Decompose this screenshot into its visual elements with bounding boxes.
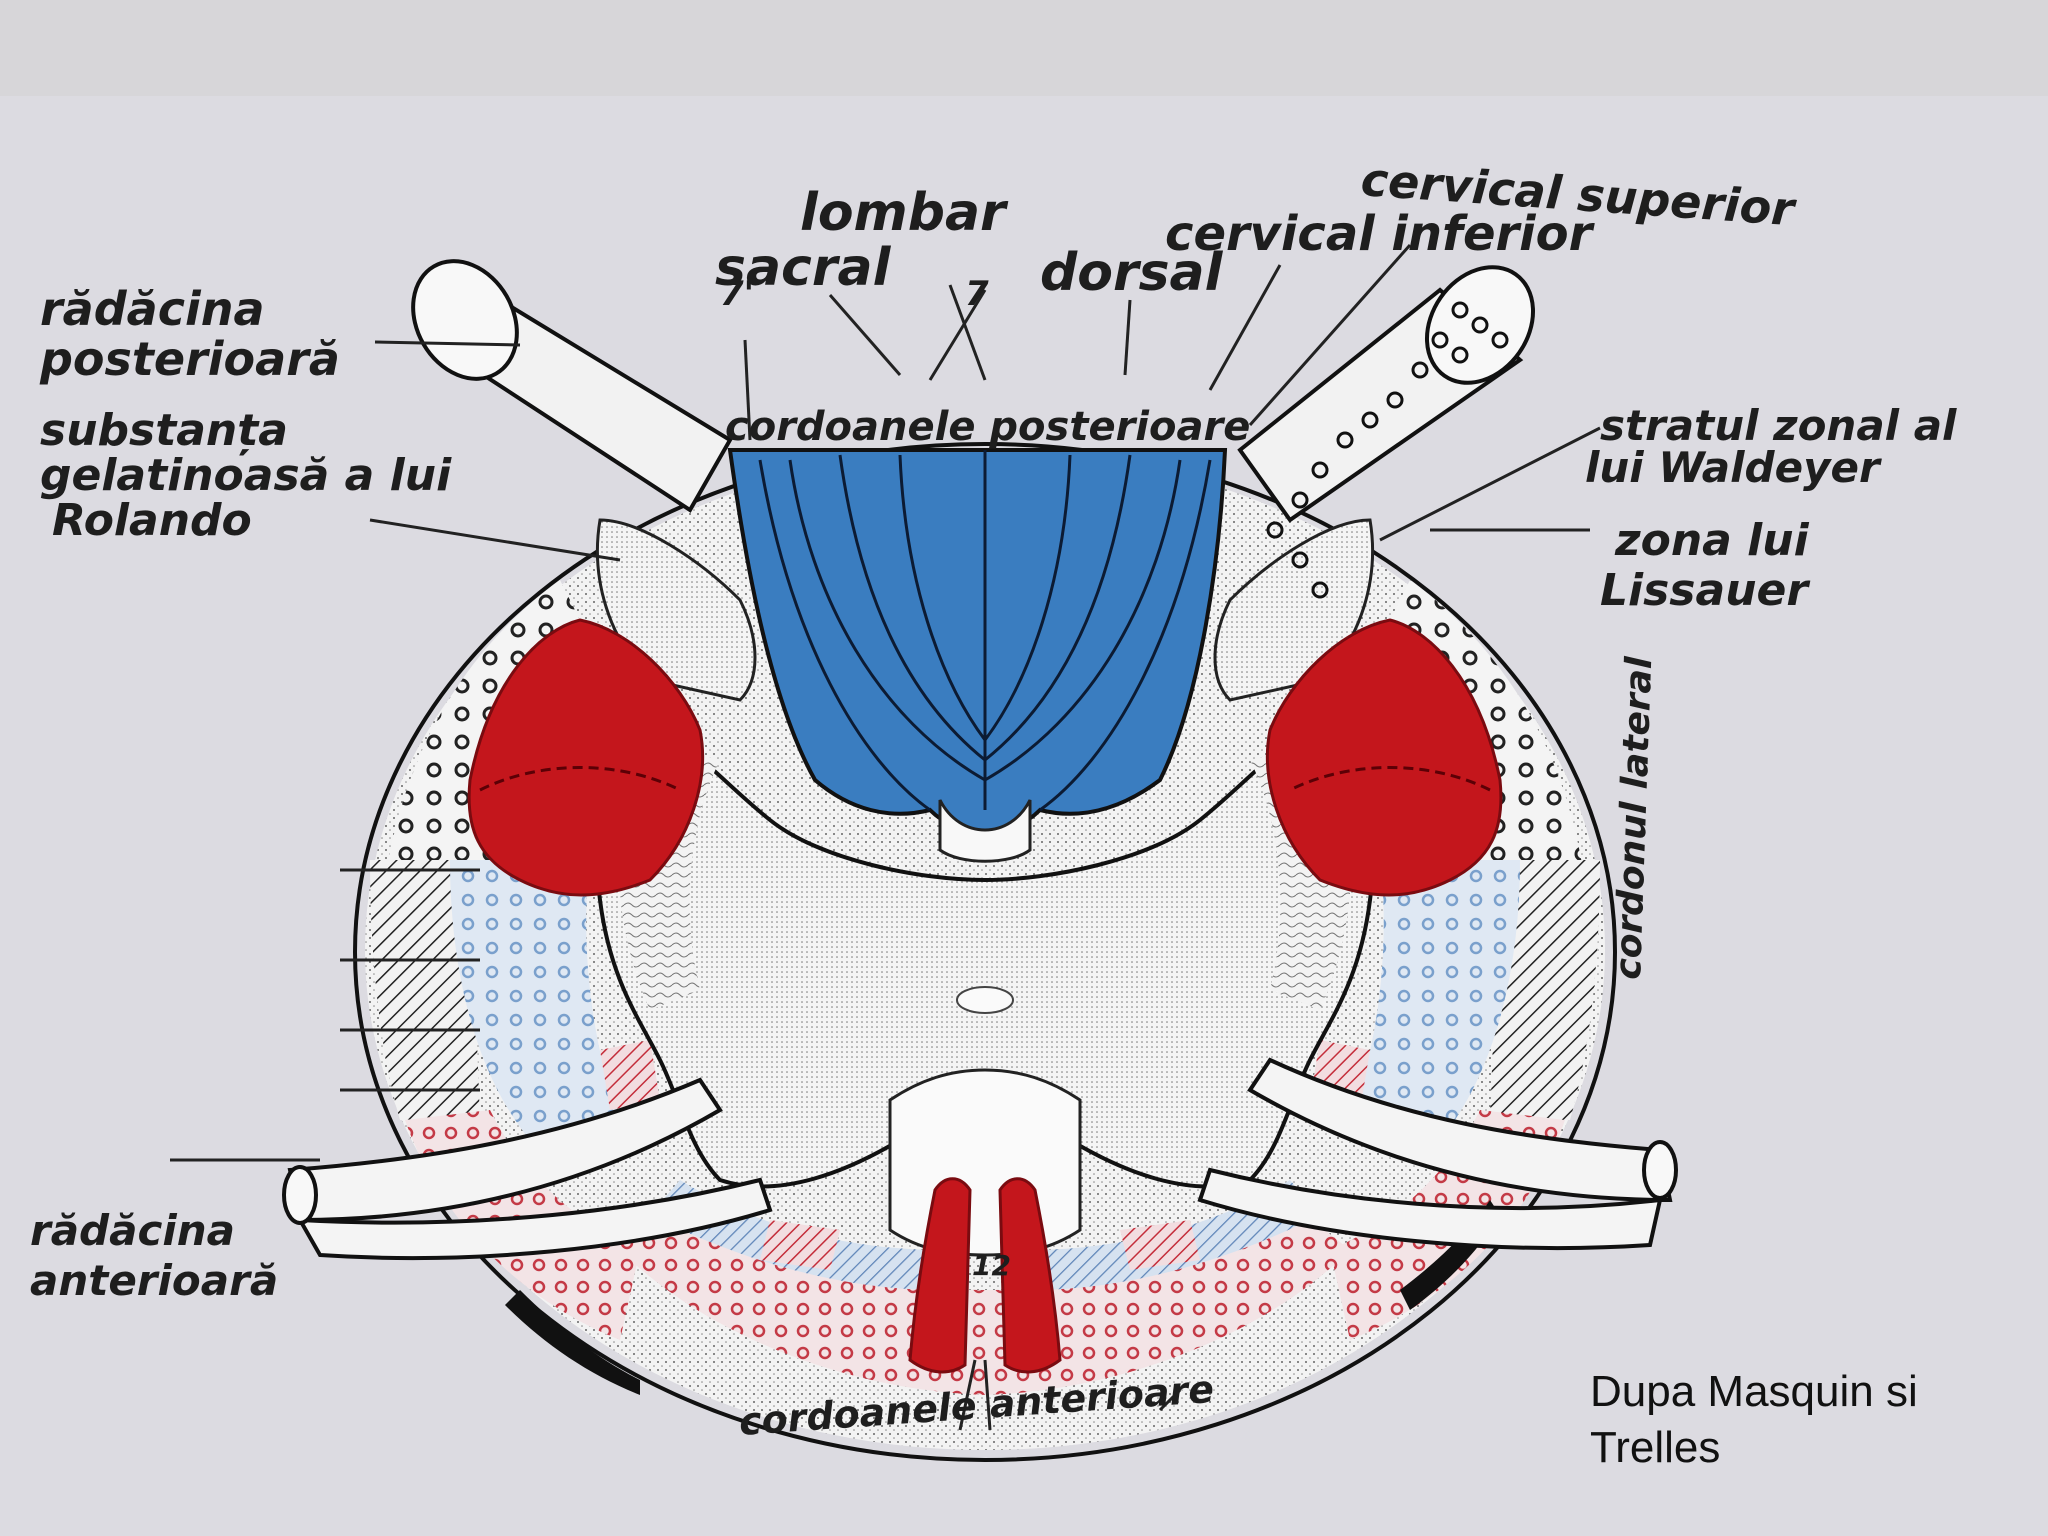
leader-lines [170,244,1601,1431]
label-cordoanele-posterioare: cordoanele posterioare [725,404,1250,450]
right-hatched-tract [1490,860,1600,1120]
cord-outline [353,442,1617,1462]
label-substanta-2: gelatinoasă a lui [40,450,452,501]
posterior-septum-base [938,799,1032,863]
credit-text: Dupa Masquin si Trelles [1590,1364,2010,1476]
label-stratul-zonal-2: lui Waldeyer [1585,443,1882,492]
left-hatched-tract [370,860,480,1120]
label-zona-lissauer-1: zona lui [1614,515,1810,566]
red-hatch-anterior-right [1120,1220,1200,1270]
top-band [0,0,2048,96]
posterior-column-lines [758,450,1212,812]
left-blue-tract [450,860,620,1140]
gray-matter [594,717,1376,1189]
label-lombar: lombar [800,183,1009,243]
credit-line-1: Dupa Masquin si [1590,1367,1918,1416]
label-radacina-anterioara-1: rădăcina [30,1206,235,1255]
left-red-tract [467,618,704,897]
posterior-root-left [411,259,733,513]
posterior-root-right [1237,265,1536,599]
label-cordonul-lateral: cordonul lateral [1608,655,1660,980]
label-sacral: sacral [715,238,892,298]
label-7: 7 [965,274,989,314]
credit-line-2: Trelles [1590,1423,1721,1472]
label-radacina-posterioara-2: posterioară [39,332,340,386]
label-radacina-posterioara-1: rădăcina [40,282,265,336]
label-zona-lissauer-2: Lissauer [1600,565,1810,616]
red-hatch-left [600,1040,660,1110]
right-blue-tract [1350,860,1520,1140]
label-substanta-1: substanța [40,405,288,456]
left-red-divider [479,766,681,792]
label-dorsal: dorsal [1040,243,1224,303]
label-12: 12 [972,1249,1011,1282]
anterior-red-tract-left [908,1177,972,1374]
right-red-tract [1266,618,1503,897]
anterior-red-tract [620,1210,1350,1395]
anterior-red-tract-right [998,1177,1062,1374]
label-7prime: 7' [720,274,754,314]
anterior-root-left [282,1077,773,1260]
red-hatch-anterior-left [760,1220,840,1270]
label-stratul-zonal-1: stratul zonal al [1600,401,1957,450]
anterior-commissure [888,1068,1082,1257]
crescent-left [505,1290,640,1395]
label-substanta-3: Rolando [52,495,252,546]
right-red-divider [1289,766,1491,792]
central-canal [956,986,1014,1014]
label-cervical-inferior: cervical inferior [1165,206,1596,262]
anterior-root-right [1197,1057,1678,1250]
label-radacina-anterioara-2: anterioară [30,1256,278,1305]
